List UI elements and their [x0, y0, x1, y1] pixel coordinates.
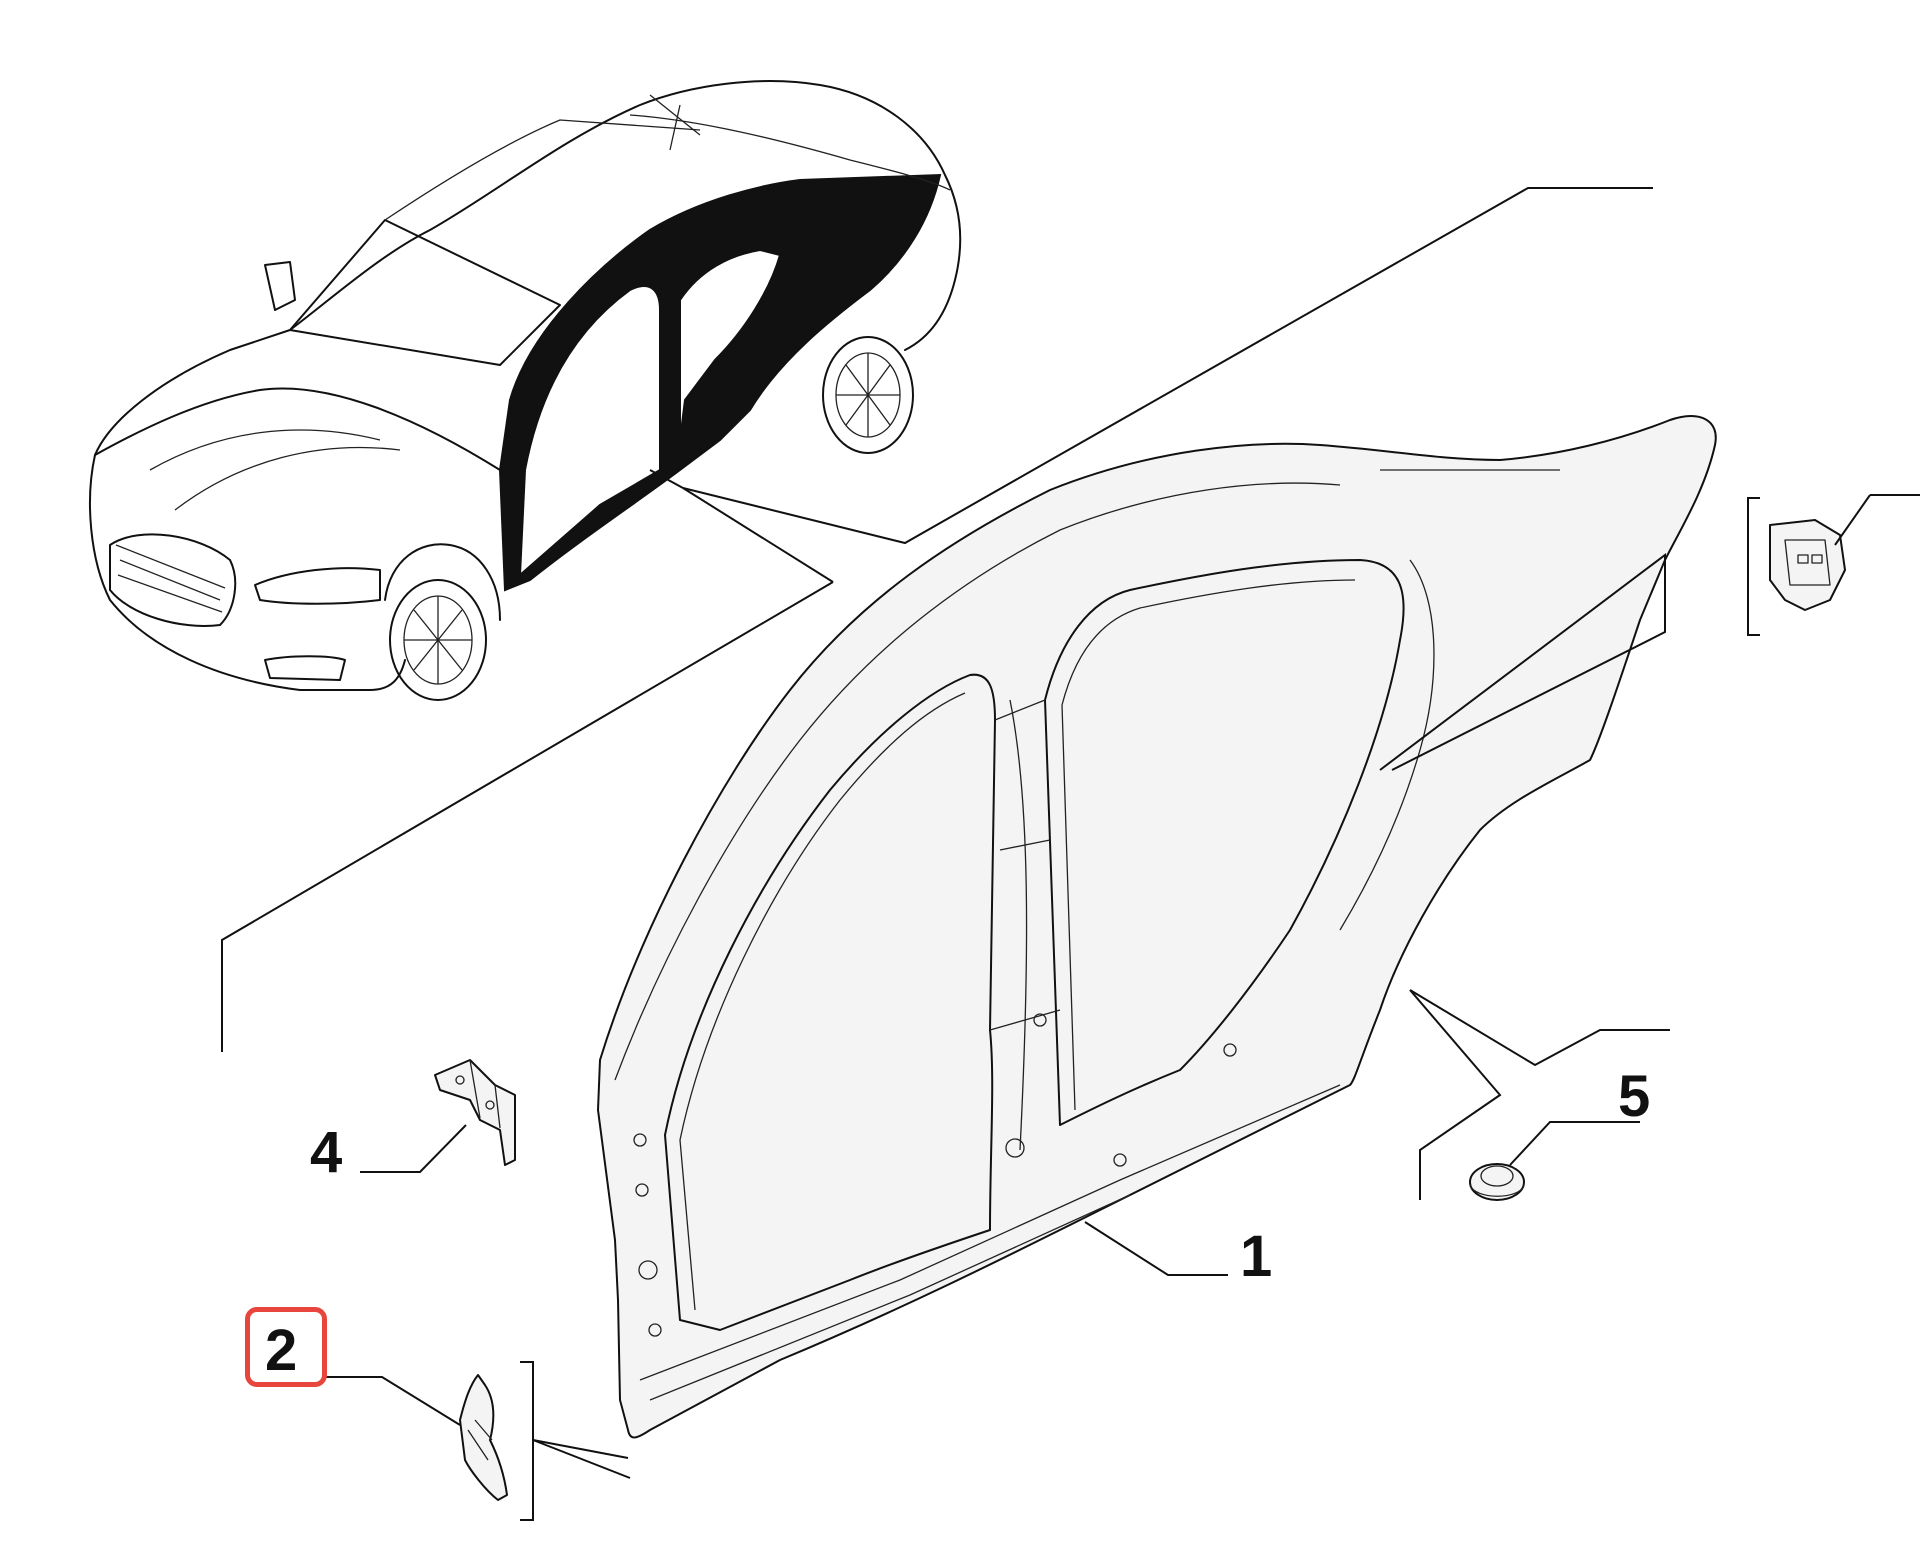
callout-label-5: 5 [1618, 1064, 1651, 1129]
part-2-reinforcement [323, 1361, 631, 1521]
part-1-leader [1084, 1221, 1228, 1276]
car-overview-illustration [89, 80, 962, 701]
part-4-bracket [360, 1059, 516, 1173]
body-side-panel [597, 415, 1717, 1439]
part-5-grommet [1409, 989, 1670, 1201]
bracket-3-callout [1379, 494, 1920, 771]
perspective-frame-lines [221, 187, 1653, 1052]
callout-label-4: 4 [310, 1120, 343, 1185]
callout-label-2: 2 [265, 1318, 298, 1383]
callout-label-1: 1 [1240, 1224, 1273, 1289]
callout-highlight-box [245, 1307, 327, 1387]
